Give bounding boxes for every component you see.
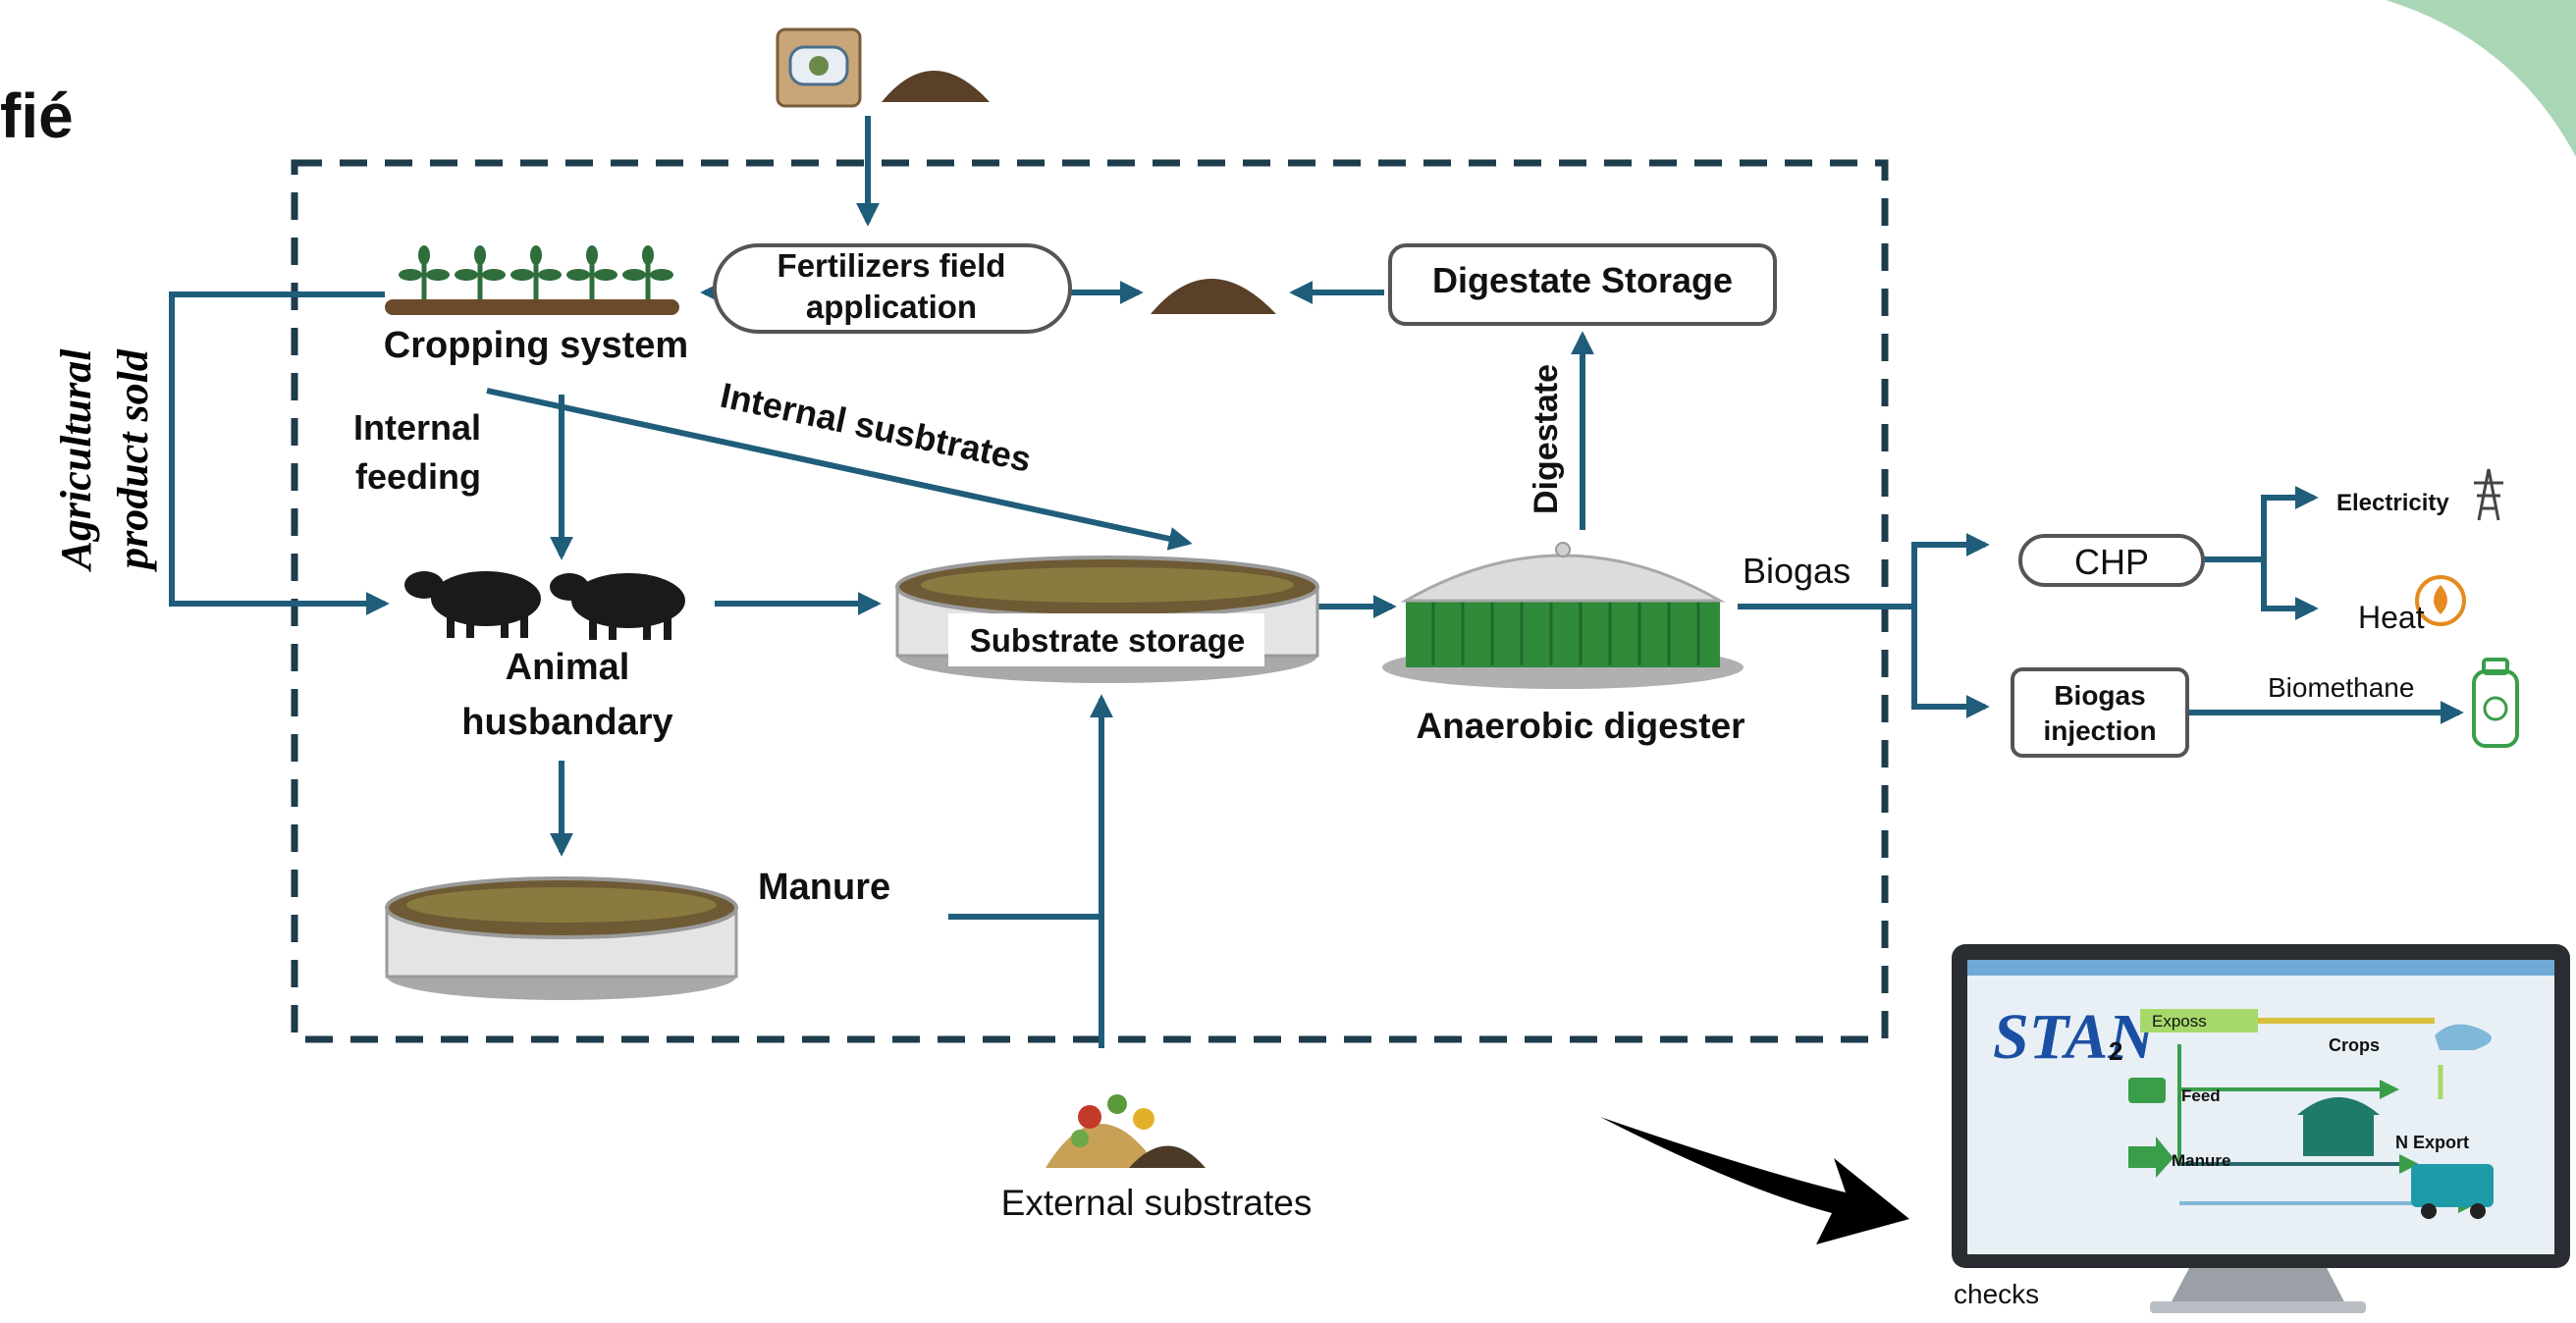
fertilizers-box [713, 243, 1072, 334]
digestate-pile-icon [1151, 279, 1276, 314]
crops-icon [385, 245, 679, 315]
manure-pit [385, 876, 738, 1000]
agricultural-label-1: Agricultural [52, 348, 100, 573]
electricity-pylon-icon [2474, 468, 2503, 521]
fertilizer-bag-icon [776, 27, 862, 108]
biogas-injection-box [2011, 667, 2189, 758]
agricultural-label-2: product sold [109, 348, 157, 573]
stan-manure-label: Manure [2172, 1151, 2230, 1170]
digestate-flow-label: Digestate [1528, 364, 1565, 514]
stan-feed-label: Feed [2181, 1086, 2221, 1105]
digester-icon [1382, 542, 1744, 689]
anaerobic-digester-label: Anaerobic digester [1416, 706, 1744, 746]
electricity-label: Electricity [2336, 490, 2449, 516]
stan-expose-label: Exposs [2152, 1012, 2207, 1031]
pointer-arrow-icon [1600, 1117, 1909, 1244]
animal-label-1: Animal [506, 647, 630, 688]
stan-logo-sub: 2 [2109, 1036, 2122, 1066]
partial-title: fié [0, 80, 74, 151]
external-substrates-label: External substrates [1001, 1183, 1313, 1223]
flame-icon [2415, 575, 2466, 626]
chp-label: CHP [2074, 542, 2149, 582]
biomethane-label: Biomethane [2268, 672, 2414, 703]
external-substrates-icon [1046, 1094, 1206, 1168]
internal-substrates-label: Internal susbtrates [717, 375, 1035, 480]
digestate-storage-box [1388, 243, 1777, 326]
fertilizers-label-1: Fertilizers field [778, 247, 1006, 284]
substrate-storage-tank [895, 556, 1319, 683]
gas-cylinder-icon [2472, 658, 2519, 748]
animal-label-2: husbandary [461, 702, 672, 743]
biogas-injection-label-1: Biogas [2054, 680, 2145, 711]
biogas-injection-label-2: injection [2043, 715, 2156, 746]
cattle-icon [404, 571, 685, 640]
internal-feeding-label-1: Internal [353, 407, 481, 448]
biogas-flow-label: Biogas [1743, 551, 1851, 591]
stan-crops-label: Crops [2329, 1035, 2380, 1055]
heat-label: Heat [2358, 600, 2425, 635]
monitor: STAN 2 Exposs Crops Feed Manure N Export [1952, 944, 2570, 1313]
stan-nexport-label: N Export [2395, 1133, 2469, 1152]
chp-box [2018, 534, 2205, 587]
internal-feeding-label-2: feeding [355, 456, 481, 497]
flow-lines [169, 116, 2464, 1048]
stan-logo: STAN [1993, 1001, 2157, 1073]
soil-pile-icon [882, 71, 990, 102]
digestate-storage-label: Digestate Storage [1432, 260, 1733, 300]
substrate-storage-label: Substrate storage [970, 622, 1246, 659]
corner-accent [2386, 0, 2576, 157]
manure-label: Manure [758, 867, 890, 908]
cropping-system-label: Cropping system [384, 325, 688, 366]
fertilizers-label-2: application [806, 289, 977, 325]
bottom-caption: checks [1954, 1279, 2039, 1309]
